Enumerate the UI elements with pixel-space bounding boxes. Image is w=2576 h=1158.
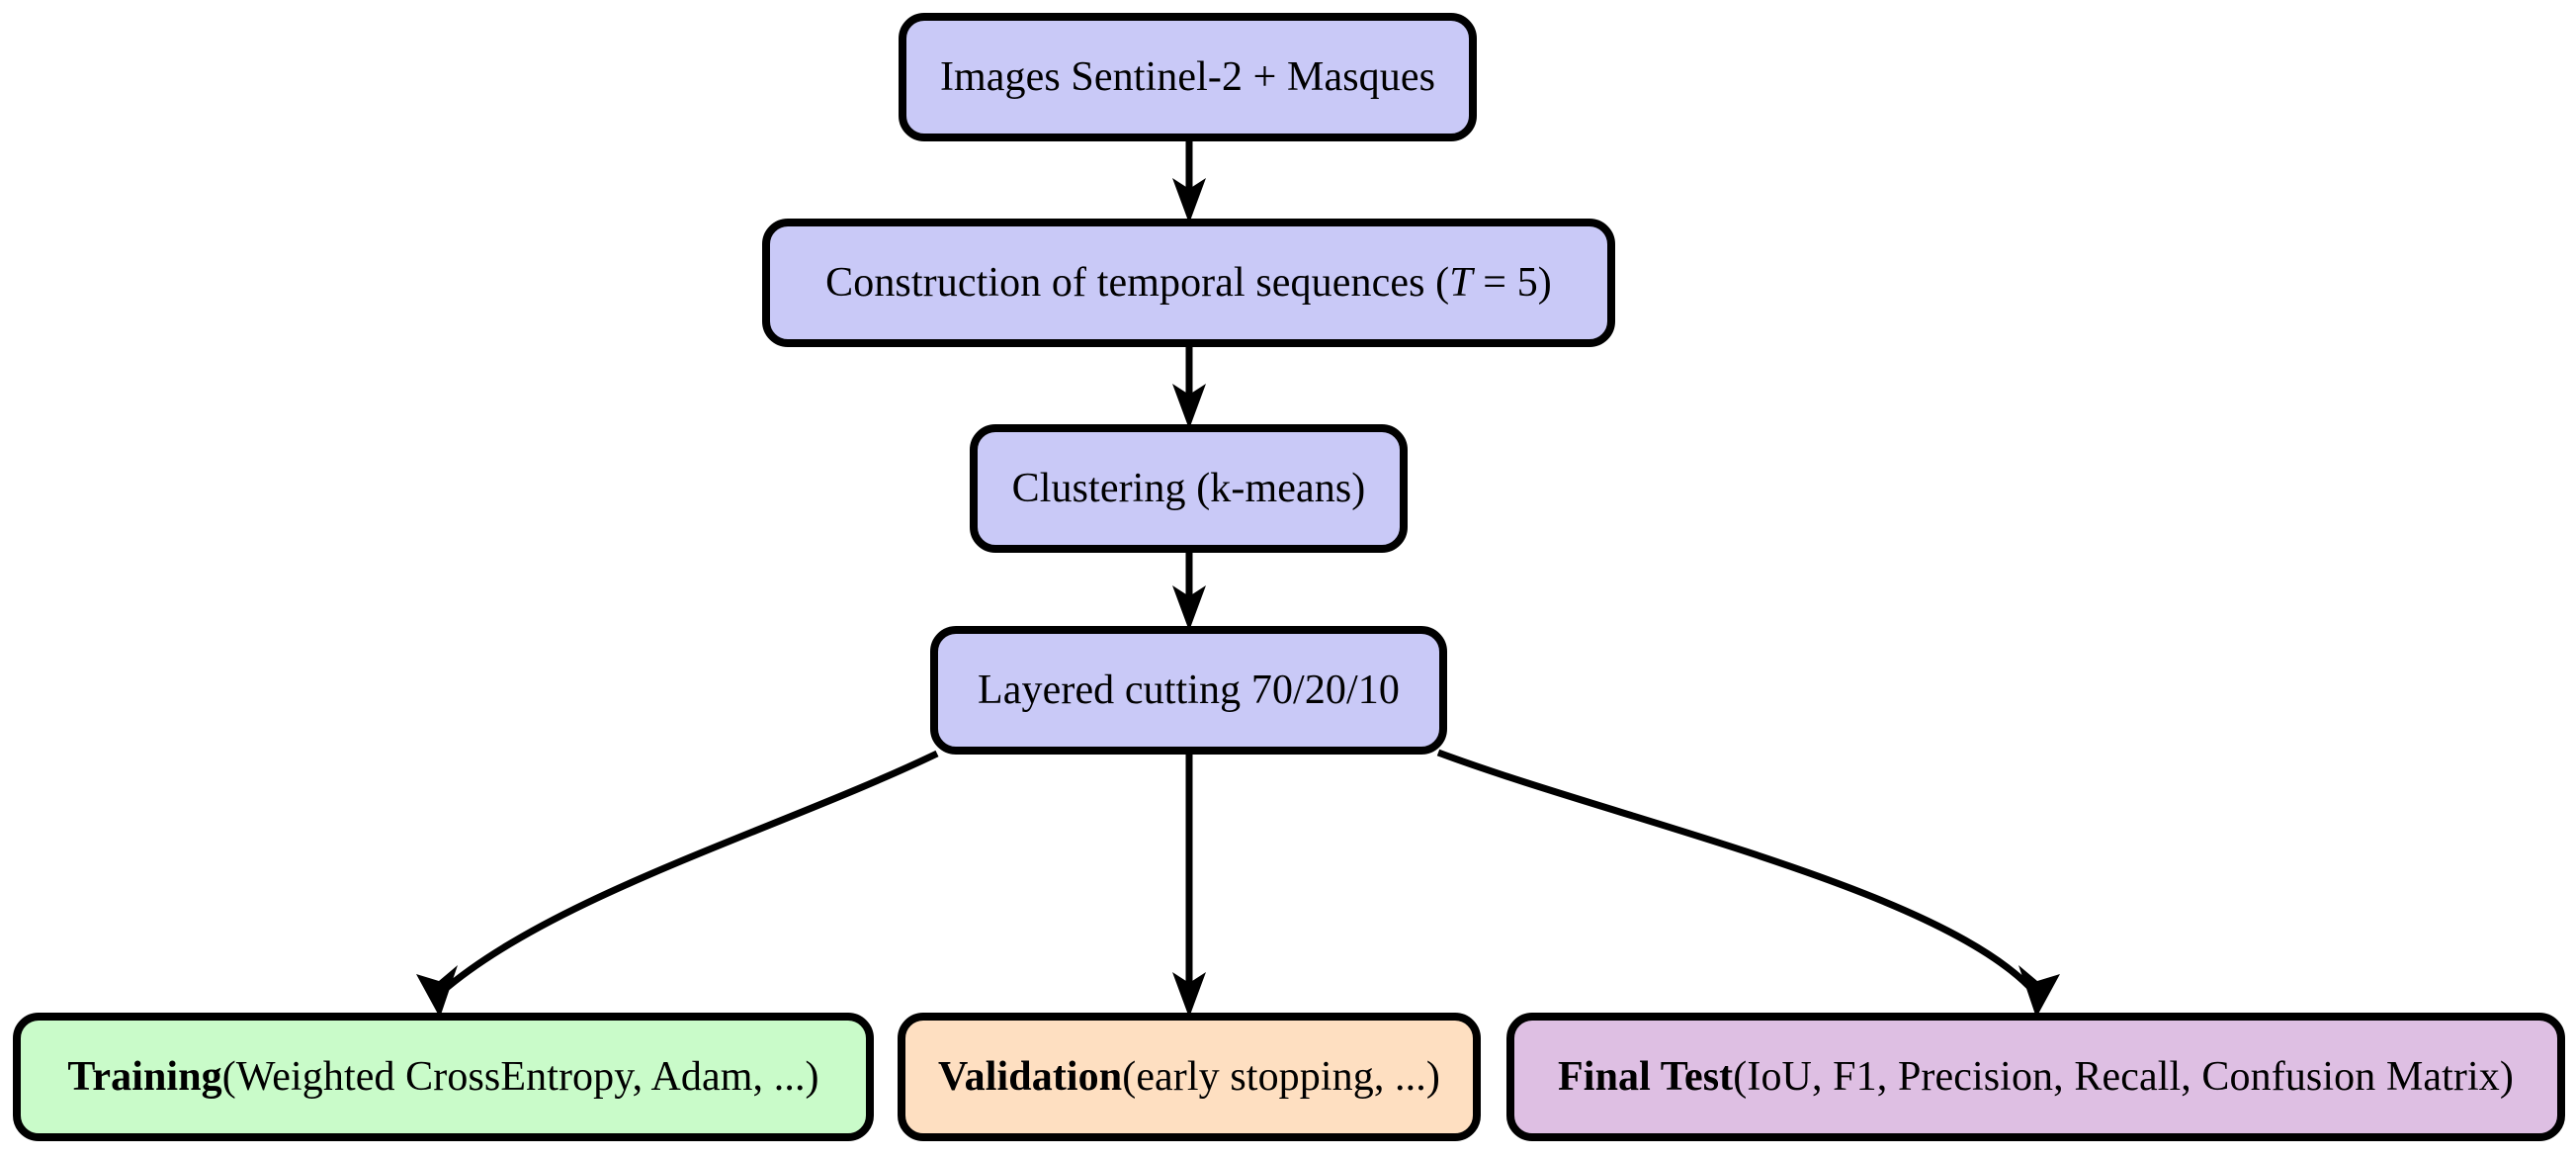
- node-layered-split[interactable]: [930, 626, 1447, 755]
- edge-data-to-sequences: [1172, 137, 1206, 223]
- node-clustering[interactable]: [970, 424, 1408, 553]
- edge-clustering-to-split: [1172, 549, 1206, 631]
- edge-split-to-training: [416, 750, 939, 1018]
- node-temporal-sequences[interactable]: [762, 219, 1615, 347]
- edge-layer: [416, 137, 2060, 1018]
- edge-split-to-validation: [1172, 751, 1206, 1018]
- node-final-test[interactable]: [1506, 1013, 2565, 1141]
- edge-split-to-final-test: [1436, 749, 2060, 1018]
- node-layer: [13, 13, 2565, 1141]
- node-validation[interactable]: [898, 1013, 1481, 1141]
- edge-sequences-to-clustering: [1172, 343, 1206, 429]
- node-training[interactable]: [13, 1013, 874, 1141]
- node-data-source[interactable]: [899, 13, 1477, 141]
